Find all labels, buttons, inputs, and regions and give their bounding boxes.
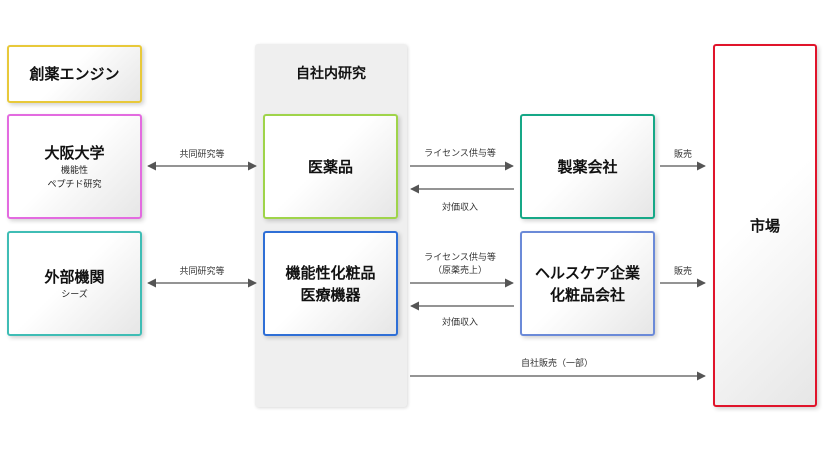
osaka-university-label: 大阪大学 xyxy=(44,143,105,162)
osaka-sub-peptide: ペプチド研究 xyxy=(47,179,102,190)
inhouse-research-title: 自社内研究 xyxy=(296,66,366,82)
market-label: 市場 xyxy=(749,216,780,235)
medical-devices-label: 医療機器 xyxy=(300,285,361,304)
external-institution-label: 外部機関 xyxy=(44,267,105,286)
osaka-university-box: 大阪大学 機能性 ペプチド研究 xyxy=(7,114,142,219)
price-label-2: 対価収入 xyxy=(442,316,478,328)
direct-sales-label: 自社販売（一部） xyxy=(521,357,593,369)
license-label-1: ライセンス供与等 xyxy=(424,147,496,159)
pharmaceuticals-box: 医薬品 xyxy=(263,114,398,219)
joint-research-label-1: 共同研究等 xyxy=(179,148,224,160)
osaka-sub-functional: 機能性 xyxy=(60,165,88,176)
healthcare-company-box: ヘルスケア企業 化粧品会社 xyxy=(520,231,655,336)
inhouse-research-panel xyxy=(255,44,407,407)
external-institution-box: 外部機関 シーズ xyxy=(7,231,142,336)
pharma-company-label: 製薬会社 xyxy=(557,157,618,176)
functional-cosmetics-box: 機能性化粧品 医療機器 xyxy=(263,231,398,336)
joint-research-label-2: 共同研究等 xyxy=(179,265,224,277)
sales-label-1: 販売 xyxy=(674,148,692,160)
sales-label-2: 販売 xyxy=(674,265,692,277)
market-box: 市場 xyxy=(713,44,817,407)
pharma-company-box: 製薬会社 xyxy=(520,114,655,219)
license-label-2-sub: （原薬売上） xyxy=(433,264,487,276)
pharmaceuticals-label: 医薬品 xyxy=(307,157,353,176)
drug-discovery-engine-label: 創薬エンジン xyxy=(29,65,120,83)
functional-cosmetics-label: 機能性化粧品 xyxy=(285,263,376,282)
healthcare-company-label: ヘルスケア企業 xyxy=(534,263,640,282)
price-label-1: 対価収入 xyxy=(442,201,478,213)
license-label-2: ライセンス供与等 xyxy=(424,251,496,263)
cosmetics-company-label: 化粧品会社 xyxy=(549,285,625,304)
external-sub-seeds: シーズ xyxy=(61,289,88,300)
drug-discovery-engine-box: 創薬エンジン xyxy=(7,45,142,103)
